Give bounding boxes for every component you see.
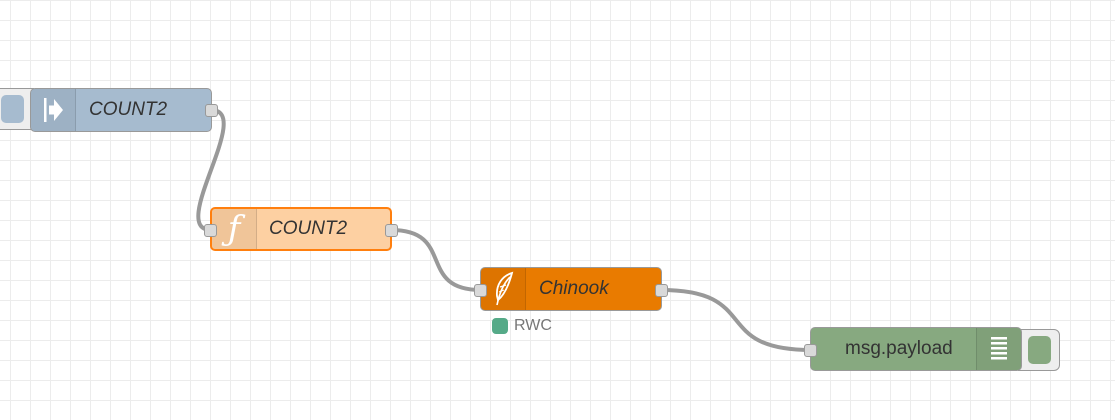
sqlite-icon-area	[481, 268, 526, 310]
status-dot-icon	[492, 318, 508, 334]
function-input-port[interactable]	[204, 224, 217, 237]
debug-toggle-button-face[interactable]	[1028, 336, 1051, 364]
debug-toggle-button[interactable]	[1018, 329, 1060, 371]
inject-trigger-button-face[interactable]	[1, 95, 24, 123]
sqlite-input-port[interactable]	[474, 284, 487, 297]
function-icon-area: ƒ	[212, 209, 257, 249]
inject-node[interactable]: COUNT2	[30, 88, 212, 132]
sqlite-status: RWC	[492, 317, 552, 335]
sqlite-output-port[interactable]	[655, 284, 668, 297]
inject-arrow-icon	[44, 98, 63, 122]
sqlite-status-text: RWC	[514, 317, 552, 334]
wire-inject-to-function[interactable]	[196, 108, 226, 232]
debug-node[interactable]: msg.payload	[810, 327, 1022, 371]
inject-trigger-button[interactable]	[0, 88, 34, 130]
debug-list-icon	[991, 337, 1007, 360]
feather-icon	[496, 271, 514, 306]
function-node-label: COUNT2	[269, 218, 348, 239]
inject-output-port[interactable]	[205, 104, 218, 117]
function-output-port[interactable]	[385, 224, 398, 237]
sqlite-node-label: Chinook	[539, 278, 609, 299]
function-node[interactable]: ƒ COUNT2	[210, 207, 392, 251]
debug-input-port[interactable]	[804, 344, 817, 357]
function-icon: ƒ	[227, 209, 241, 249]
debug-icon-area	[976, 328, 1021, 370]
debug-node-label: msg.payload	[845, 338, 953, 359]
inject-icon-area	[31, 89, 76, 131]
inject-node-label: COUNT2	[89, 99, 168, 120]
sqlite-node[interactable]: Chinook	[480, 267, 662, 311]
wire-sqlite-to-debug[interactable]	[660, 288, 812, 352]
wire-function-to-sqlite[interactable]	[390, 228, 482, 292]
